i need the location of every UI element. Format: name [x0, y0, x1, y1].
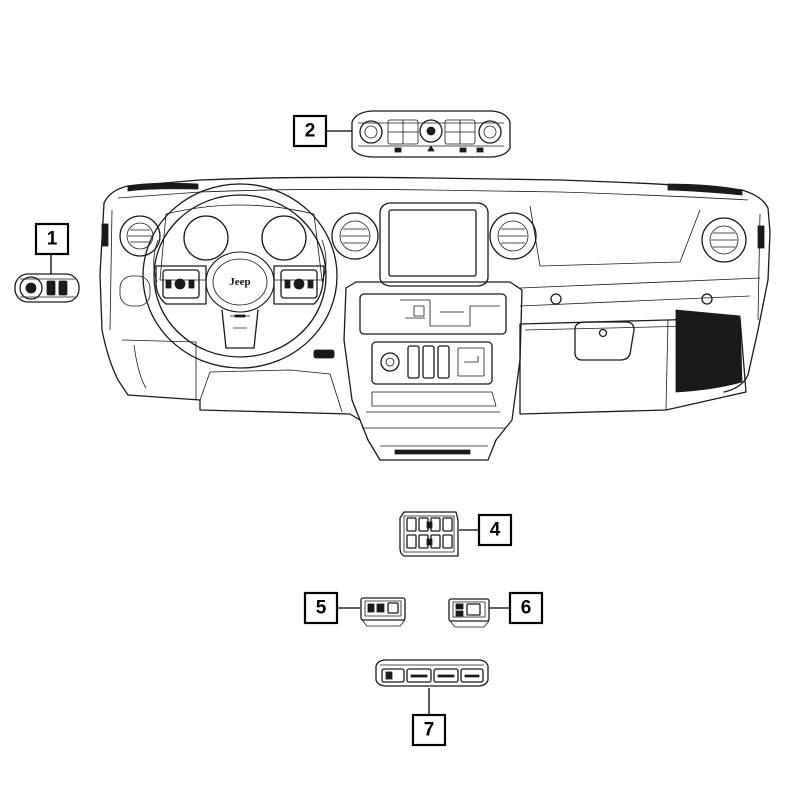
- callout-7: 7: [411, 713, 447, 747]
- headlamp-switch[interactable]: [14, 273, 80, 303]
- callout-2-label: 2: [305, 121, 316, 142]
- instrument-panel: [99, 176, 771, 461]
- switch-part-6[interactable]: [448, 598, 490, 628]
- switch-part-5[interactable]: [360, 597, 406, 627]
- callout-4: 4: [477, 513, 513, 547]
- jeep-logo: Jeep: [229, 276, 250, 288]
- callout-6: 6: [508, 591, 544, 625]
- hvac-control-panel[interactable]: [351, 110, 511, 158]
- callout-5: 5: [303, 591, 339, 625]
- callout-1-label: 1: [47, 229, 58, 250]
- callout-6-label: 6: [521, 598, 532, 619]
- callout-1: 1: [34, 222, 70, 256]
- steering-wheel: Jeep: [142, 183, 338, 369]
- callout-5-label: 5: [316, 598, 327, 619]
- callout-4-label: 4: [490, 520, 501, 541]
- callout-2: 2: [292, 114, 328, 148]
- window-switch-bank[interactable]: [399, 511, 459, 557]
- callout-7-label: 7: [424, 720, 435, 741]
- overhead-switch-panel[interactable]: [375, 659, 489, 687]
